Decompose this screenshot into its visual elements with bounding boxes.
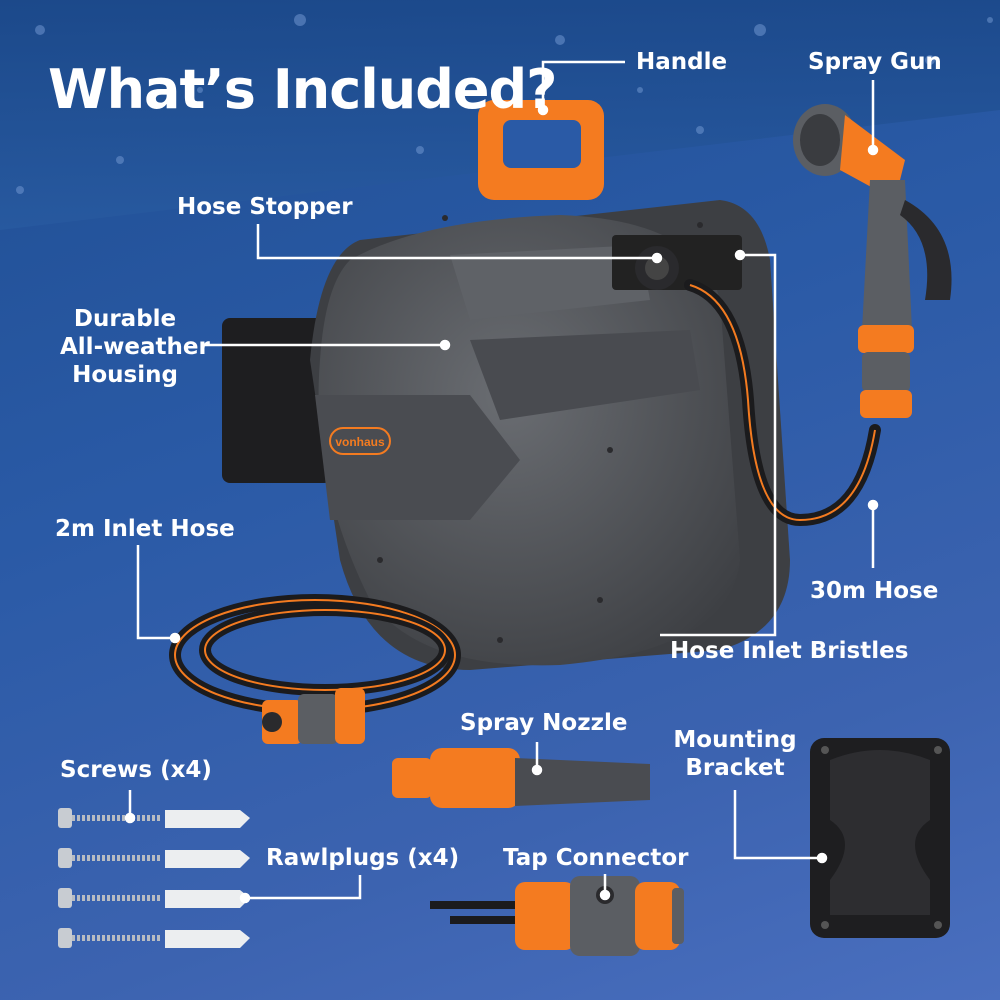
brand-badge [329,427,391,455]
brand-text: vonhaus [335,435,385,449]
callout-mounting [733,790,822,860]
label-tap-connector: Tap Connector [503,845,689,871]
screw [58,808,160,828]
water-droplets [16,14,993,194]
label-30m-hose: 30m Hose [810,578,939,604]
label-mounting-bracket: Mounting Bracket [672,726,798,782]
inlet-hose-connector [262,688,365,744]
rawlplug [165,850,250,868]
callout-hose-stopper [256,224,657,260]
screw [58,888,160,908]
label-handle: Handle [636,49,728,75]
callout-handle [541,60,625,110]
handle [478,100,604,200]
spray-nozzle [392,748,650,808]
callout-bristles [660,253,777,637]
label-housing: Durable All-weather Housing [60,305,210,389]
label-hose-inlet-bristles: Hose Inlet Bristles [670,638,909,664]
rawlplug [165,890,250,908]
screws [58,808,160,948]
callout-inlet-hose [136,545,175,640]
reel-housing: vonhaus [310,200,790,670]
label-inlet-hose: 2m Inlet Hose [55,516,235,542]
label-screws: Screws (x4) [60,757,212,783]
callout-lines [124,60,879,904]
rawlplugs [165,810,250,948]
screw [58,848,160,868]
label-spray-nozzle: Spray Nozzle [460,710,628,736]
screw [58,928,160,948]
spray-gun [793,104,952,418]
callout-rawlplugs [245,875,362,900]
rawlplug [165,810,250,828]
label-housing-line1: Durable [73,306,177,332]
rawlplug [165,930,250,948]
label-housing-line3: Housing [72,362,178,388]
label-rawlplugs: Rawlplugs (x4) [266,845,460,871]
rear-wall-plate [222,318,332,483]
label-spray-gun: Spray Gun [808,49,942,75]
page-title: What’s Included? [48,58,557,121]
label-mounting-line1: Mounting [673,727,797,753]
label-housing-line2: All-weather [60,334,210,360]
mounting-bracket [810,738,950,938]
label-hose-stopper: Hose Stopper [177,194,353,220]
label-mounting-line2: Bracket [685,755,785,781]
tap-connector [430,876,684,956]
